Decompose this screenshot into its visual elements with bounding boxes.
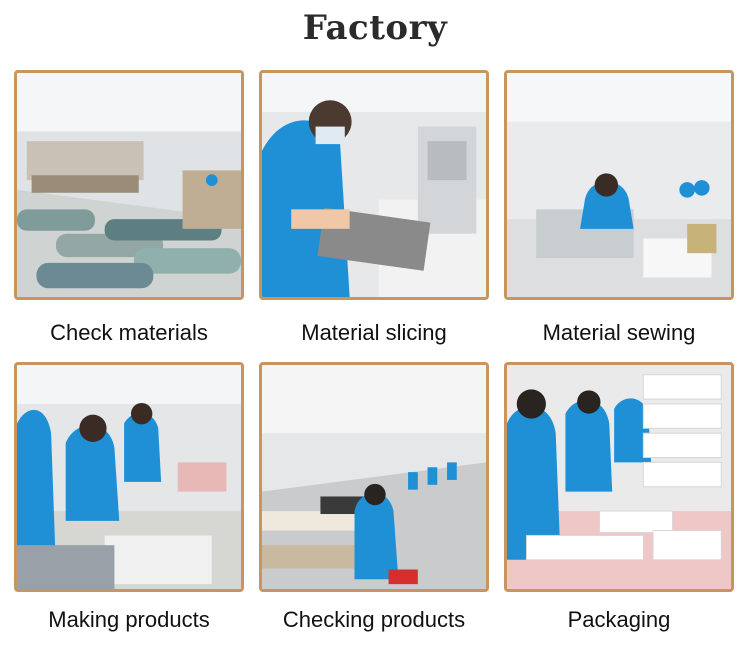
page-title: Factory xyxy=(302,8,448,48)
caption-material-slicing: Material slicing xyxy=(301,320,447,345)
photo-material-slicing xyxy=(259,70,489,300)
caption-check-materials: Check materials xyxy=(50,320,208,345)
photo-material-sewing xyxy=(504,70,734,300)
caption-material-sewing: Material sewing xyxy=(542,320,696,345)
caption-packaging: Packaging xyxy=(567,607,671,632)
caption-checking-products: Checking products xyxy=(282,607,466,632)
photo-packaging xyxy=(504,362,734,592)
photo-making-products xyxy=(14,362,244,592)
photo-checking-products xyxy=(259,362,489,592)
photo-check-materials xyxy=(14,70,244,300)
caption-making-products: Making products xyxy=(48,607,210,632)
